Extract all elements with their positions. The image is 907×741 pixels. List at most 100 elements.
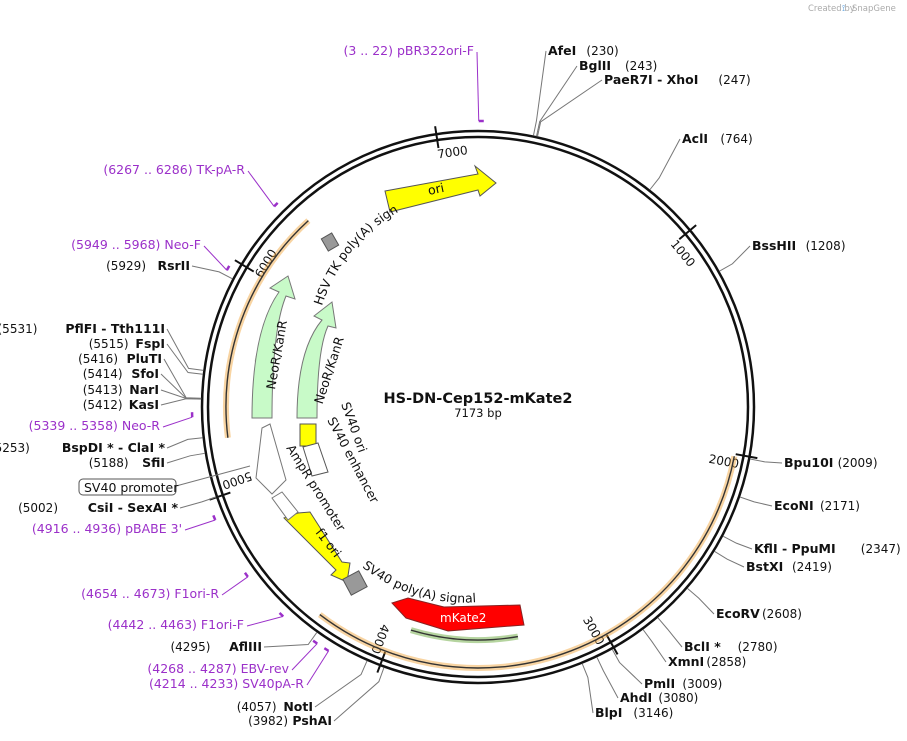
restriction-sites: AfeI (230)BglII(243)PaeR7I - XhoI(247) Acl… <box>0 43 901 728</box>
enzyme-site[interactable]: EcoNI(2171) <box>774 498 860 513</box>
enzyme-site[interactable]: PmlI(3009) <box>644 676 722 691</box>
enzyme-site[interactable]: XmnI(2858) <box>668 654 746 669</box>
primer-mark[interactable] <box>243 572 249 578</box>
enzyme-name: RsrII <box>157 258 190 273</box>
enzyme-position: (2608) <box>762 607 802 621</box>
primer-label: (4654 .. 4673) F1ori-R <box>81 586 219 601</box>
enzyme-position: (2419) <box>792 560 832 574</box>
enzyme-name: SfoI <box>131 366 159 381</box>
sv40-ori-feature[interactable] <box>299 423 317 447</box>
sv40-polya-feature[interactable] <box>342 570 368 596</box>
orf-arc[interactable] <box>319 456 735 669</box>
credit-brand: SnapGene <box>852 4 896 14</box>
enzyme-name: BclI * <box>684 639 721 654</box>
enzyme-position: (3080) <box>658 691 698 705</box>
mkate2-feature[interactable] <box>391 597 525 632</box>
enzyme-position: (5412) <box>83 398 123 412</box>
enzyme-name: BstXI <box>746 559 783 574</box>
enzyme-name: AfeI <box>548 43 576 58</box>
sv40-enhancer-feature[interactable] <box>302 442 329 477</box>
orf-arc[interactable] <box>410 629 519 641</box>
enzyme-site[interactable]: KasI (5412) <box>83 397 159 412</box>
primer-leader <box>184 519 216 531</box>
primer-mark[interactable] <box>273 202 279 208</box>
enzyme-site[interactable]: BspDI * - ClaI *(5253) <box>0 440 165 455</box>
enzyme-name: KasI <box>129 397 159 412</box>
enzyme-leader <box>611 649 643 685</box>
enzyme-site[interactable]: BstXI (2419) <box>746 559 832 574</box>
tick-label: 1000 <box>668 237 698 269</box>
enzyme-name: NotI <box>283 699 313 714</box>
enzyme-leader <box>719 245 751 272</box>
enzyme-site[interactable]: EcoRV(2608) <box>716 606 802 621</box>
tick-mark <box>678 224 697 241</box>
primer-mark[interactable] <box>225 265 231 271</box>
enzyme-name: CsiI - SexAI * <box>88 500 179 515</box>
tick-mark <box>434 126 440 149</box>
enzyme-site[interactable]: BglII(243) <box>579 58 657 73</box>
enzyme-site[interactable]: SfoI(5414) <box>83 366 159 381</box>
enzyme-site[interactable]: AflIII (4295) <box>170 639 262 654</box>
snapgene-logo-icon: ⟟ <box>842 4 845 14</box>
enzyme-site[interactable]: SfiI(5188) <box>89 455 165 470</box>
enzyme-site[interactable]: BclI *(2780) <box>684 639 778 654</box>
sv40-promoter-leader <box>175 465 251 487</box>
neo-kanr-feature-outer[interactable] <box>251 275 296 419</box>
sv40-promoter-box <box>78 478 177 496</box>
ori-feature[interactable] <box>384 164 497 213</box>
ampr-promoter-feature[interactable] <box>271 491 299 521</box>
enzyme-site[interactable]: FspI(5515) <box>89 336 165 351</box>
enzyme-site[interactable]: BssHII(1208) <box>752 238 846 253</box>
sv40-promoter-arrow[interactable] <box>255 423 287 495</box>
enzyme-site[interactable]: RsrII (5929) <box>106 258 190 273</box>
enzyme-position: (4295) <box>170 640 210 654</box>
enzyme-site[interactable]: AhdI (3080) <box>620 690 698 705</box>
primer-mark[interactable] <box>278 612 285 618</box>
enzyme-name: FspI <box>135 336 165 351</box>
enzyme-site[interactable]: AclI(764) <box>682 131 753 146</box>
enzyme-position: (230) <box>586 44 618 58</box>
enzyme-leader <box>649 138 681 191</box>
enzyme-site[interactable]: KflI - PpuMI(2347) <box>754 541 901 556</box>
enzyme-name: BssHII <box>752 238 796 253</box>
hsv-tk-polya-feature[interactable] <box>320 232 340 252</box>
enzyme-leader <box>179 496 217 509</box>
enzyme-leader <box>714 550 745 568</box>
enzyme-site[interactable]: PluTI(5416) <box>78 351 162 366</box>
enzyme-name: AhdI <box>620 690 652 705</box>
enzyme-site[interactable]: AfeI (230) <box>548 43 619 58</box>
enzyme-leader <box>642 629 667 663</box>
primer-label: (4268 .. 4287) EBV-rev <box>147 661 289 676</box>
enzyme-position: (5416) <box>78 352 118 366</box>
enzyme-site[interactable]: PshAI(3982) <box>248 713 332 728</box>
primer-label: (5339 .. 5358) Neo-R <box>29 418 161 433</box>
primer-sites: (3 .. 22) pBR322ori-F(6267 .. 6286) TK-p… <box>29 43 484 691</box>
enzyme-leader <box>536 65 578 137</box>
enzyme-position: (5413) <box>83 383 123 397</box>
enzyme-name: AflIII <box>229 639 262 654</box>
enzyme-leader <box>263 632 318 648</box>
enzyme-site[interactable]: CsiI - SexAI *(5002) <box>18 500 178 515</box>
enzyme-site[interactable]: NarI (5413) <box>83 382 159 397</box>
orf-arcs <box>223 218 738 671</box>
enzyme-site[interactable]: Bpu10I(2009) <box>784 455 878 470</box>
enzyme-leader <box>749 458 783 464</box>
enzyme-name: NarI <box>129 382 159 397</box>
enzyme-site[interactable]: NotI(4057) <box>237 699 313 714</box>
enzyme-name: PflFI - Tth111I <box>65 321 165 336</box>
orf-arc[interactable] <box>225 220 309 438</box>
sv40-polya-label: SV40 poly(A) signal <box>360 557 476 605</box>
enzyme-leader <box>581 663 594 714</box>
primer-mark[interactable] <box>323 647 330 652</box>
primer-mark[interactable] <box>212 514 217 521</box>
neo-kanr-feature-inner[interactable] <box>296 301 337 419</box>
enzyme-site[interactable]: PaeR7I - XhoI(247) <box>604 72 751 87</box>
enzyme-site[interactable]: PflFI - Tth111I(5531) <box>0 321 165 336</box>
hsv-tk-polya-label: HSV TK poly(A) signal <box>0 0 400 307</box>
ori-label: ori <box>426 180 445 198</box>
enzyme-name: EcoRV <box>716 606 760 621</box>
primer-leader <box>203 245 228 271</box>
primer-mark[interactable] <box>312 639 318 645</box>
enzyme-site[interactable]: BlpI(3146) <box>595 705 673 720</box>
enzyme-position: (5929) <box>106 259 146 273</box>
